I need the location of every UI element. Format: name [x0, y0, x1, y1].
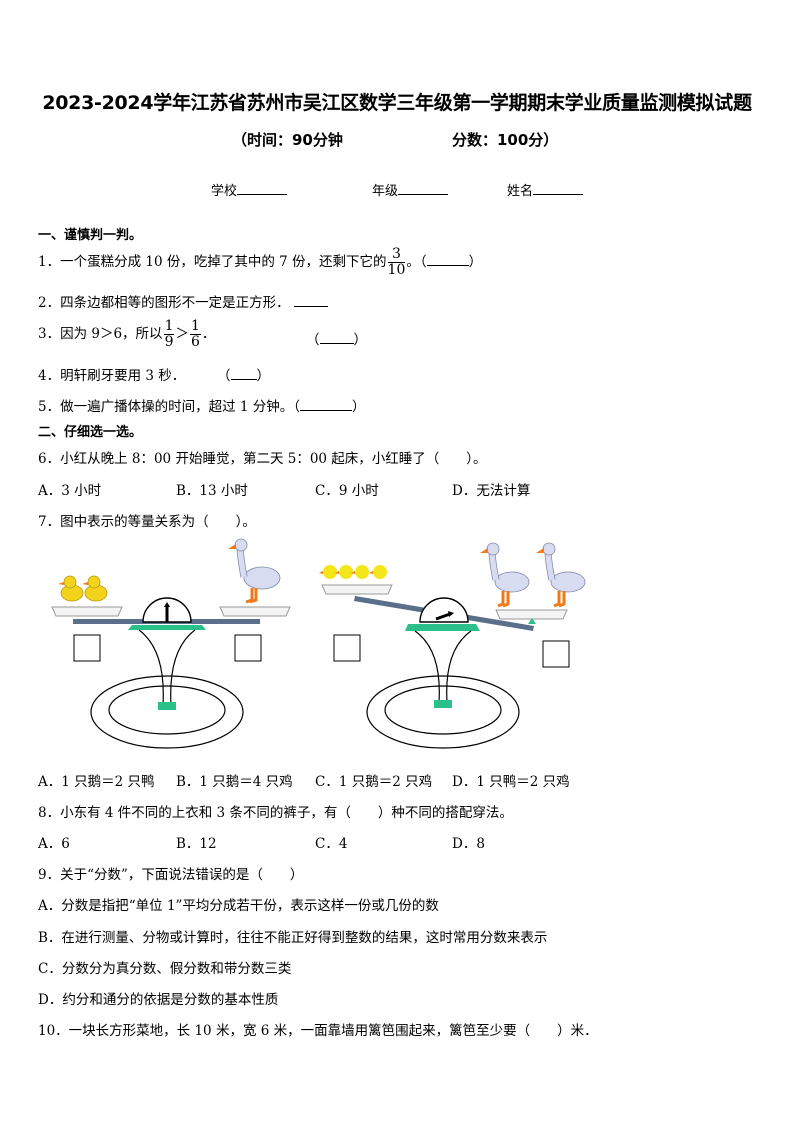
q8-option-b[interactable]: B．12 — [176, 836, 217, 852]
exam-title: 2023-2024学年江苏省苏州市吴江区数学三年级第一学期期末学业质量监测模拟试… — [42, 92, 752, 114]
chick-icon — [369, 565, 387, 579]
name-field[interactable]: 姓名 — [507, 180, 584, 199]
q7-option-d[interactable]: D．1 只鸭＝2 只鸡 — [452, 774, 570, 790]
paren-close: ） — [352, 399, 366, 415]
exam-time: （时间：90分钟 — [232, 131, 343, 149]
duck-icon — [82, 575, 108, 602]
question-7: 7．图中表示的等量关系为（ ）。 — [38, 514, 256, 530]
question-4: 4．明轩刷牙要用 3 秒． — [38, 364, 185, 384]
q9-option-a[interactable]: A．分数是指把“单位 1”平均分成若干份，表示这样一份或几份的数 — [38, 898, 439, 914]
grade-label: 年级 — [372, 184, 399, 199]
answer-blank-3[interactable] — [319, 331, 354, 344]
greater-than-sign: ＞ — [175, 326, 189, 342]
grade-field[interactable]: 年级 — [372, 180, 449, 199]
q7-option-b[interactable]: B．1 只鹅＝4 只鸡 — [176, 774, 293, 790]
chick-icon — [319, 565, 337, 579]
answer-box-left[interactable] — [73, 634, 101, 662]
answer-blank-5[interactable] — [300, 398, 353, 411]
paren-open: （ — [306, 332, 320, 348]
q9-option-d[interactable]: D．约分和通分的依据是分数的基本性质 — [38, 992, 279, 1008]
section-1-heading: 一、谨慎判一判。 — [38, 228, 143, 243]
fraction-denominator: 9 — [164, 334, 174, 350]
q9-option-b[interactable]: B．在进行测量、分物或计算时，往往不能正好得到整数的结果，这时常用分数来表示 — [38, 930, 548, 946]
q8-option-c[interactable]: C．4 — [315, 836, 348, 852]
question-1-paren-open: 。（ — [406, 254, 427, 270]
question-3-answer: （） — [306, 328, 367, 348]
question-2: 2．四条边都相等的图形不一定是正方形． — [38, 291, 328, 311]
fraction-denominator: 6 — [190, 334, 200, 350]
balance-scale-figure-right — [319, 542, 586, 749]
grade-blank[interactable] — [398, 182, 449, 195]
goose-icon — [228, 538, 281, 604]
answer-box-right[interactable] — [542, 640, 570, 668]
name-label: 姓名 — [507, 184, 534, 199]
school-field[interactable]: 学校 — [211, 180, 288, 199]
answer-blank-1[interactable] — [426, 253, 469, 266]
question-3-text: 3．因为 9＞6，所以 — [38, 326, 163, 342]
question-5-text: 5．做一遍广播体操的时间，超过 1 分钟。（ — [38, 399, 301, 415]
answer-box-right[interactable] — [234, 634, 262, 662]
fraction-numerator: 3 — [387, 247, 406, 263]
question-8: 8．小东有 4 件不同的上衣和 3 条不同的裤子，有（ ）种不同的搭配穿法。 — [38, 805, 513, 821]
q6-option-c[interactable]: C．9 小时 — [315, 483, 379, 499]
fraction-denominator: 10 — [387, 262, 406, 278]
fraction-numerator: 1 — [163, 318, 175, 335]
q9-option-c[interactable]: C．分数分为真分数、假分数和带分数三类 — [38, 961, 292, 977]
paren-close: ） — [256, 368, 271, 384]
question-1-paren-close: ） — [468, 254, 483, 270]
school-label: 学校 — [211, 184, 238, 199]
answer-blank-4[interactable] — [230, 367, 257, 380]
school-blank[interactable] — [237, 182, 288, 195]
balance-scale-figure-left — [51, 538, 291, 749]
duck-icon — [58, 575, 84, 602]
paren-close: ） — [353, 332, 368, 348]
q6-option-d[interactable]: D．无法计算 — [452, 483, 531, 499]
question-9: 9．关于“分数”，下面说法错误的是（ ） — [38, 867, 304, 883]
question-10: 10．一块长方形菜地，长 10 米，宽 6 米，一面靠墙用篱笆围起来，篱笆至少要… — [38, 1023, 598, 1039]
answer-blank-2[interactable] — [293, 294, 328, 307]
goose-icon — [480, 542, 530, 608]
fraction-numerator: 1 — [189, 318, 201, 335]
q6-option-b[interactable]: B．13 小时 — [176, 483, 248, 499]
question-2-text: 2．四条边都相等的图形不一定是正方形． — [38, 295, 290, 311]
question-4-answer: （） — [217, 364, 270, 384]
q6-option-a[interactable]: A．3 小时 — [38, 483, 102, 499]
q7-option-c[interactable]: C．1 只鹅＝2 只鸡 — [315, 774, 433, 790]
question-4-text: 4．明轩刷牙要用 3 秒． — [38, 368, 186, 384]
q7-option-a[interactable]: A．1 只鹅＝2 只鸭 — [38, 774, 155, 790]
goose-icon — [536, 542, 586, 608]
paren-open: （ — [217, 368, 231, 384]
period: ． — [201, 326, 216, 342]
section-2-heading: 二、仔细选一选。 — [38, 425, 143, 440]
chick-icon — [335, 565, 353, 579]
chick-icon — [351, 565, 369, 579]
q8-option-d[interactable]: D．8 — [452, 836, 485, 852]
question-1-text: 1．一个蛋糕分成 10 份，吃掉了其中的 7 份，还剩下它的 — [38, 254, 387, 270]
question-5: 5．做一遍广播体操的时间，超过 1 分钟。（ ） — [38, 395, 366, 415]
exam-score: 分数：100分） — [452, 131, 559, 149]
q8-option-a[interactable]: A．6 — [38, 836, 70, 852]
answer-box-left[interactable] — [333, 634, 361, 662]
name-blank[interactable] — [533, 182, 584, 195]
question-6: 6．小红从晚上 8：00 开始睡觉，第二天 5：00 起床，小红睡了（ ）。 — [38, 451, 487, 467]
